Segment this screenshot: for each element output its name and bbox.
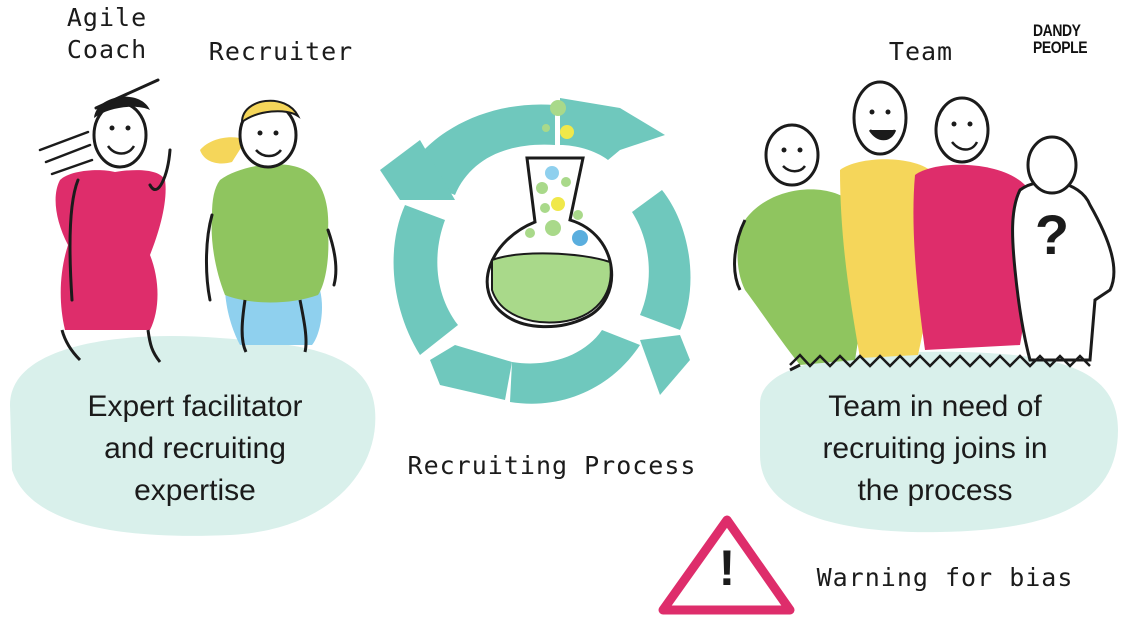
- unknown-member-question-mark: ?: [1034, 203, 1070, 266]
- agile-coach-label: Agile Coach: [52, 2, 162, 66]
- left-caption-line3: expertise: [134, 474, 256, 507]
- warning-sign-icon: [658, 515, 795, 615]
- right-caption: Team in need of recruiting joins in the …: [780, 386, 1090, 512]
- left-caption-line2: and recruiting: [104, 432, 286, 465]
- right-caption-line1: Team in need of: [828, 390, 1042, 423]
- left-caption-line1: Expert facilitator: [87, 390, 303, 423]
- flask-icon: [485, 100, 614, 329]
- right-caption-line3: the process: [857, 474, 1013, 507]
- process-cycle: [380, 98, 691, 404]
- warning-label: Warning for bias: [816, 563, 1074, 592]
- recruiter-figure: [200, 99, 338, 353]
- recruiter-label: Recruiter: [208, 37, 354, 66]
- right-caption-blob: [759, 351, 1118, 533]
- agile-coach-label-line2: Coach: [66, 35, 148, 64]
- left-caption-blob: [10, 336, 376, 536]
- agile-coach-label-line1: Agile: [66, 3, 148, 32]
- warning-exclamation-icon: !: [718, 540, 736, 596]
- recruiting-process-label: Recruiting Process: [407, 451, 697, 480]
- team-figures: [733, 80, 1116, 372]
- agile-coach-figure: [38, 78, 172, 363]
- left-caption: Expert facilitator and recruiting expert…: [40, 386, 350, 512]
- logo-line1: DANDY: [1033, 21, 1081, 40]
- logo-line2: PEOPLE: [1033, 38, 1088, 57]
- right-caption-line2: recruiting joins in: [822, 432, 1048, 465]
- dandy-people-logo: DANDY PEOPLE: [1033, 21, 1088, 57]
- team-label: Team: [888, 37, 954, 66]
